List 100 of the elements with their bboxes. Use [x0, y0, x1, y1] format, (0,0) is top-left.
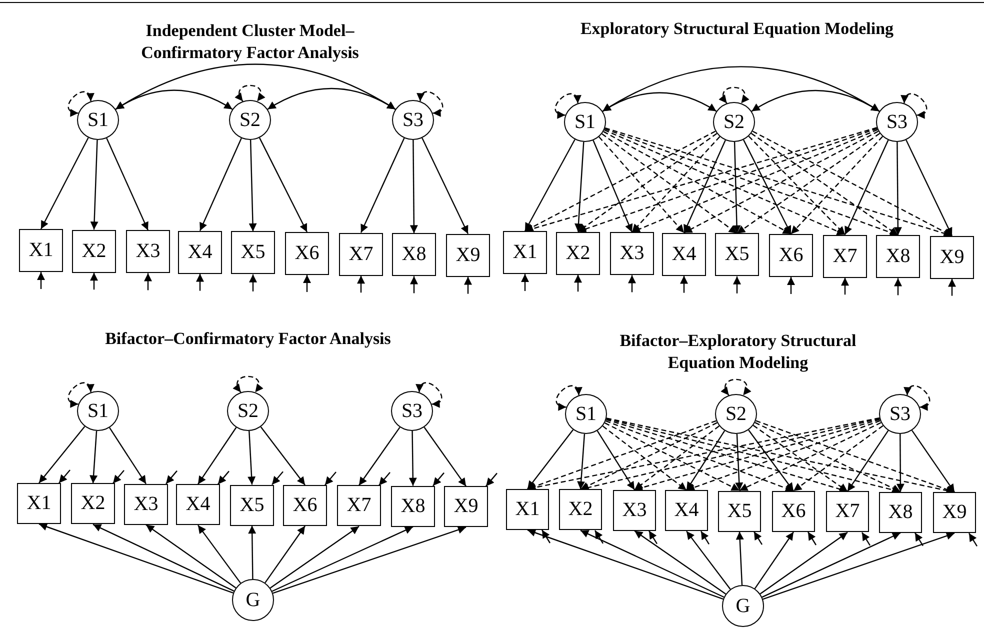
observed-variable-box: X3 — [613, 490, 656, 531]
error-arrow — [807, 532, 817, 546]
error-arrow — [733, 276, 741, 294]
factor-loading-arrow — [736, 532, 744, 586]
observed-variable-box: X2 — [72, 230, 116, 273]
factor-loading-arrow — [604, 422, 740, 492]
panel-title: Bifactor–Exploratory Structural Equation Modeling — [618, 330, 858, 374]
factor-loading-arrow — [272, 526, 414, 592]
error-arrow — [486, 472, 498, 487]
factor-loading-arrow — [109, 427, 146, 484]
observed-variable-box: X2 — [556, 232, 600, 275]
error-arrow — [196, 274, 204, 291]
latent-factor-circle: S3 — [391, 391, 433, 431]
factor-loading-arrow — [752, 424, 848, 492]
error-arrow — [541, 530, 551, 544]
covariance-arrow — [267, 88, 396, 110]
factor-loading-arrow — [742, 140, 792, 234]
error-arrow — [680, 276, 688, 293]
factor-loading-arrow — [38, 426, 86, 484]
factor-loading-arrow — [248, 140, 257, 232]
observed-variable-box: X8 — [392, 233, 436, 276]
factor-loading-arrow — [735, 434, 744, 491]
factor-loading-arrow — [634, 530, 726, 595]
error-arrow — [753, 531, 763, 545]
error-arrow — [700, 530, 710, 545]
variance-loop-arrow — [554, 93, 580, 118]
error-arrow — [112, 470, 124, 484]
error-arrow — [948, 278, 956, 296]
observed-variable-box: X6 — [772, 491, 815, 532]
factor-loading-arrow — [574, 142, 584, 232]
observed-variable-box: X7 — [823, 234, 867, 278]
observed-variable-box: X9 — [930, 236, 974, 279]
factor-loading-arrow — [598, 136, 684, 234]
error-arrow — [914, 532, 924, 546]
observed-variable-box: X8 — [879, 492, 922, 533]
factor-loading-arrow — [736, 132, 880, 234]
variance-loop-arrow — [902, 93, 928, 118]
covariance-arrow — [115, 90, 233, 110]
latent-factor-circle: S2 — [713, 102, 755, 142]
factor-loading-arrow — [408, 431, 417, 486]
factor-loading-arrow — [90, 430, 98, 484]
factor-loading-arrow — [260, 426, 306, 486]
observed-variable-box: X6 — [769, 234, 813, 277]
factor-loading-arrow — [686, 430, 726, 491]
observed-variable-box: X5 — [231, 231, 275, 274]
factor-loading-arrow — [580, 530, 724, 598]
factor-loading-arrow — [756, 420, 955, 494]
factor-loading-arrow — [580, 418, 880, 492]
factor-loading-arrow — [906, 140, 953, 236]
error-arrow — [432, 472, 444, 486]
factor-loading-arrow — [754, 532, 794, 589]
factor-loading-arrow — [527, 528, 724, 600]
observed-variable-box: X1 — [503, 231, 547, 274]
factor-loading-arrow — [40, 137, 89, 230]
factor-loading-arrow — [896, 434, 904, 492]
factor-loading-arrow — [198, 427, 237, 485]
observed-variable-box: X1 — [506, 489, 549, 530]
factor-loading-arrow — [604, 129, 846, 236]
factor-loading-arrow — [524, 127, 878, 233]
factor-loading-arrow — [762, 532, 901, 598]
latent-factor-circle: G — [722, 585, 764, 627]
factor-loading-arrow — [684, 130, 879, 234]
covariance-arrow — [602, 92, 717, 112]
factor-loading-arrow — [844, 140, 889, 235]
observed-variable-box: X5 — [718, 490, 761, 532]
factor-loading-arrow — [358, 426, 400, 486]
latent-factor-circle: G — [232, 579, 274, 621]
error-arrow — [594, 530, 604, 544]
error-arrow — [378, 472, 390, 486]
factor-loading-arrow — [602, 133, 738, 234]
error-arrow — [249, 274, 257, 292]
factor-loading-arrow — [748, 136, 846, 236]
error-arrow — [861, 532, 871, 546]
factor-loading-arrow — [750, 132, 898, 236]
error-arrow — [218, 470, 230, 485]
observed-variable-box: X9 — [933, 492, 976, 534]
factor-loading-arrow — [754, 422, 901, 492]
factor-loading-arrow — [793, 425, 884, 492]
factor-loading-arrow — [748, 430, 794, 492]
factor-loading-arrow — [199, 138, 242, 232]
observed-variable-box: X1 — [17, 483, 61, 524]
factor-loading-arrow — [248, 526, 256, 579]
panel-title: Exploratory Structural Equation Modeling — [579, 18, 895, 40]
factor-loading-arrow — [847, 430, 889, 492]
factor-loading-arrow — [632, 129, 878, 233]
observed-variable-box: X4 — [662, 232, 706, 276]
panel-title: Independent Cluster Model– Confirmatory Factor Analysis — [140, 20, 360, 64]
variance-loop-arrow — [235, 84, 265, 102]
error-arrow — [90, 272, 98, 290]
factor-loading-arrow — [527, 420, 716, 490]
observed-variable-box: X5 — [715, 233, 759, 276]
error-arrow — [166, 470, 178, 484]
observed-variable-box: X7 — [826, 491, 869, 532]
error-arrow — [894, 278, 902, 296]
latent-factor-circle: S1 — [77, 391, 119, 431]
factor-loading-arrow — [264, 526, 306, 584]
latent-factor-circle: S3 — [392, 100, 434, 140]
factor-loading-arrow — [603, 131, 792, 235]
factor-loading-arrow — [410, 140, 418, 234]
latent-factor-circle: S3 — [876, 102, 918, 142]
